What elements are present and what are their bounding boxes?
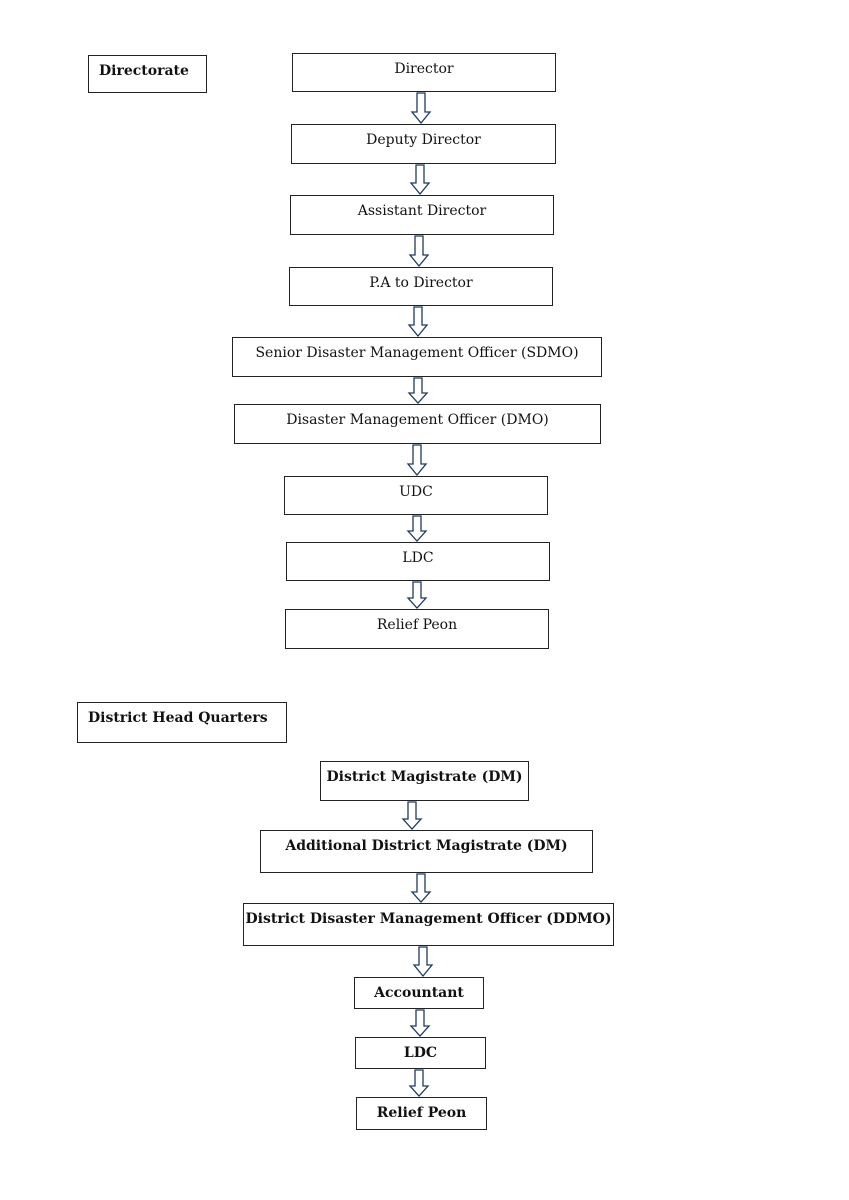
node-director: Director: [292, 53, 556, 92]
section-directorate-title: Directorate: [88, 55, 207, 93]
node-ddmo: District Disaster Management Officer (DD…: [243, 903, 614, 946]
node-label: District Magistrate (DM): [326, 769, 523, 785]
down-arrow-icon: [407, 377, 429, 404]
node-deputy-director: Deputy Director: [291, 124, 556, 164]
node-accountant: Accountant: [354, 977, 484, 1009]
node-dmo: Disaster Management Officer (DMO): [234, 404, 601, 444]
node-label: LDC: [402, 550, 434, 566]
node-udc: UDC: [284, 476, 548, 515]
node-ldc: LDC: [355, 1037, 486, 1069]
down-arrow-icon: [406, 581, 428, 609]
down-arrow-icon: [410, 873, 432, 903]
node-label: UDC: [399, 484, 433, 500]
node-relief-peon: Relief Peon: [356, 1097, 487, 1130]
node-label: P.A to Director: [369, 275, 473, 291]
down-arrow-icon: [410, 92, 432, 125]
node-ldc: LDC: [286, 542, 550, 581]
node-label: Assistant Director: [357, 203, 487, 219]
node-district-magistrate: District Magistrate (DM): [320, 761, 529, 801]
node-sdmo: Senior Disaster Management Officer (SDMO…: [232, 337, 602, 377]
down-arrow-icon: [408, 1069, 430, 1097]
down-arrow-icon: [412, 946, 434, 978]
node-pa-to-director: P.A to Director: [289, 267, 553, 306]
node-label: District Disaster Management Officer (DD…: [245, 911, 612, 927]
down-arrow-icon: [407, 306, 429, 338]
down-arrow-icon: [409, 1009, 431, 1037]
section-district-title: District Head Quarters: [77, 702, 287, 743]
node-label: Relief Peon: [376, 1105, 467, 1121]
down-arrow-icon: [409, 164, 431, 196]
down-arrow-icon: [406, 515, 428, 542]
section-title-text: District Head Quarters: [88, 710, 268, 726]
node-label: Relief Peon: [376, 617, 458, 633]
node-label: Director: [394, 61, 454, 77]
down-arrow-icon: [408, 235, 430, 268]
node-label: Additional District Magistrate (DM): [285, 838, 568, 854]
section-title-text: Directorate: [99, 63, 189, 79]
node-label: Disaster Management Officer (DMO): [286, 412, 549, 428]
node-additional-district-magistrate: Additional District Magistrate (DM): [260, 830, 593, 873]
node-label: Senior Disaster Management Officer (SDMO…: [255, 345, 579, 361]
node-label: LDC: [403, 1045, 438, 1061]
down-arrow-icon: [406, 444, 428, 477]
node-relief-peon: Relief Peon: [285, 609, 549, 649]
node-assistant-director: Assistant Director: [290, 195, 554, 235]
down-arrow-icon: [401, 801, 423, 830]
node-label: Deputy Director: [366, 132, 481, 148]
node-label: Accountant: [374, 985, 464, 1001]
